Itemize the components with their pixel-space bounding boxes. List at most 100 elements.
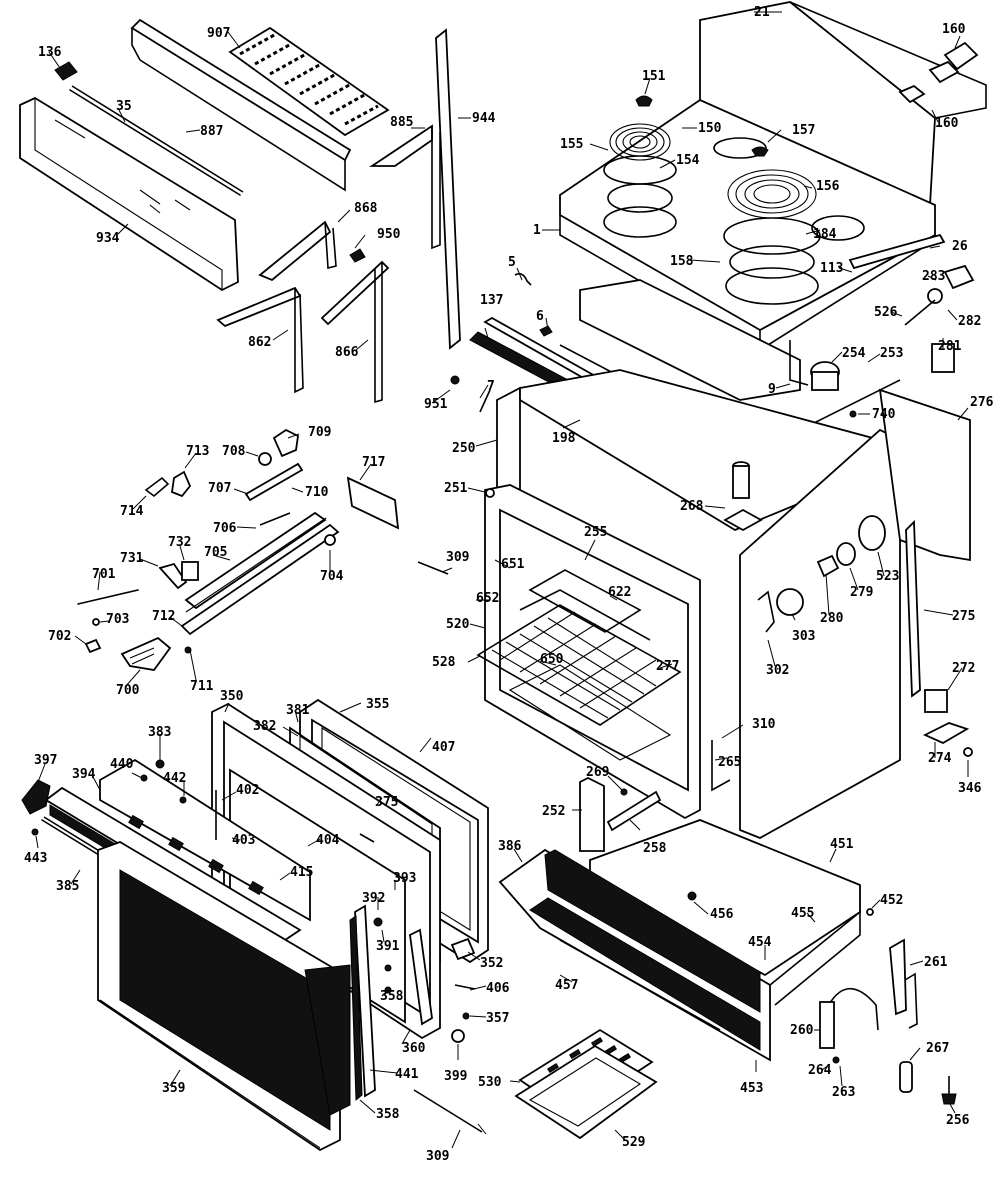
label-277: 277 [656, 659, 679, 674]
hinge-bracket-397-icon [21, 779, 51, 815]
label-281: 281 [938, 339, 962, 354]
label-944: 944 [472, 111, 496, 126]
label-280: 280 [820, 611, 844, 626]
label-276: 276 [970, 395, 994, 410]
vent-assembly [19, 18, 461, 404]
label-279: 279 [850, 585, 873, 600]
lens-303-icon [776, 588, 804, 616]
angle-862 [216, 286, 302, 328]
label-407: 407 [432, 740, 455, 755]
oven-door-assembly [21, 561, 489, 1152]
label-357: 357 [486, 1011, 509, 1026]
label-360: 360 [402, 1041, 426, 1056]
label-160-a: 160 [942, 22, 966, 37]
hinge-352-icon [450, 937, 476, 961]
bracket-274-icon [922, 722, 970, 745]
vent-268-icon [723, 508, 763, 532]
label-155: 155 [560, 137, 583, 152]
label-383: 383 [148, 725, 171, 740]
label-253: 253 [880, 346, 903, 361]
label-451: 451 [830, 837, 854, 852]
switch-732-icon [181, 561, 199, 581]
label-443: 443 [24, 851, 47, 866]
label-731: 731 [120, 551, 144, 566]
oven-body [469, 316, 973, 852]
sensor-267 [899, 1061, 913, 1093]
label-523: 523 [876, 569, 899, 584]
label-113: 113 [820, 261, 843, 276]
label-713: 713 [186, 444, 209, 459]
post-944 [435, 28, 461, 350]
label-350: 350 [220, 689, 244, 704]
burner-opening-icon [811, 215, 865, 241]
socket-279-icon [836, 542, 856, 566]
label-309-b: 309 [426, 1149, 449, 1164]
label-260: 260 [790, 1023, 814, 1038]
cooktop-assembly [559, 1, 987, 451]
label-261: 261 [924, 955, 948, 970]
label-310: 310 [752, 717, 776, 732]
label-358-a: 358 [380, 989, 404, 1004]
label-404: 404 [316, 833, 340, 848]
label-456: 456 [710, 907, 734, 922]
label-258: 258 [643, 841, 667, 856]
label-397: 397 [34, 753, 57, 768]
cooktop-lower-box [579, 279, 801, 401]
label-5: 5 [508, 255, 516, 270]
label-263: 263 [832, 1085, 855, 1100]
label-457: 457 [555, 978, 578, 993]
label-251: 251 [444, 481, 468, 496]
strip-358 [354, 904, 376, 1098]
label-530: 530 [478, 1075, 502, 1090]
label-402: 402 [236, 783, 259, 798]
label-702: 702 [48, 629, 71, 644]
bracket-885 [369, 124, 433, 167]
label-7: 7 [487, 379, 495, 394]
label-520: 520 [446, 617, 470, 632]
label-359: 359 [162, 1081, 185, 1096]
label-650: 650 [540, 652, 564, 667]
broiler-pan-529 [514, 1044, 658, 1140]
label-392: 392 [362, 891, 385, 906]
label-198: 198 [552, 431, 576, 446]
label-455: 455 [791, 906, 814, 921]
label-934: 934 [96, 231, 120, 246]
label-453: 453 [740, 1081, 763, 1096]
hinge-260 [819, 1001, 835, 1049]
label-385: 385 [56, 879, 79, 894]
label-700: 700 [116, 683, 140, 698]
label-528: 528 [432, 655, 456, 670]
light-housing-523-icon [858, 515, 886, 551]
label-701: 701 [92, 567, 116, 582]
label-442: 442 [163, 771, 186, 786]
label-866: 866 [335, 345, 359, 360]
label-710: 710 [305, 485, 329, 500]
label-274: 274 [928, 751, 952, 766]
oven-rack-528 [476, 604, 682, 726]
label-160-b: 160 [935, 116, 959, 131]
clip-713-icon [171, 470, 192, 498]
storage-drawer [498, 819, 874, 1062]
label-415: 415 [290, 865, 313, 880]
strip-275 [905, 519, 921, 698]
label-717: 717 [362, 455, 385, 470]
label-382: 382 [253, 719, 276, 734]
trim-887 [130, 18, 352, 162]
rail-705 [184, 511, 327, 610]
label-250: 250 [452, 441, 476, 456]
label-711: 711 [190, 679, 214, 694]
burner-front-right-icon [723, 169, 821, 305]
label-440: 440 [110, 757, 134, 772]
label-154: 154 [676, 153, 700, 168]
label-441: 441 [395, 1067, 419, 1082]
label-652: 652 [476, 591, 499, 606]
trim-26 [848, 233, 946, 270]
leveler-256-icon [941, 1093, 957, 1105]
label-275: 275 [952, 609, 975, 624]
small-parts-bottom-right [819, 938, 957, 1105]
label-703: 703 [106, 612, 129, 627]
label-136: 136 [38, 45, 62, 60]
grille-907 [228, 26, 390, 137]
label-526: 526 [874, 305, 898, 320]
rail-assembly [77, 428, 400, 671]
